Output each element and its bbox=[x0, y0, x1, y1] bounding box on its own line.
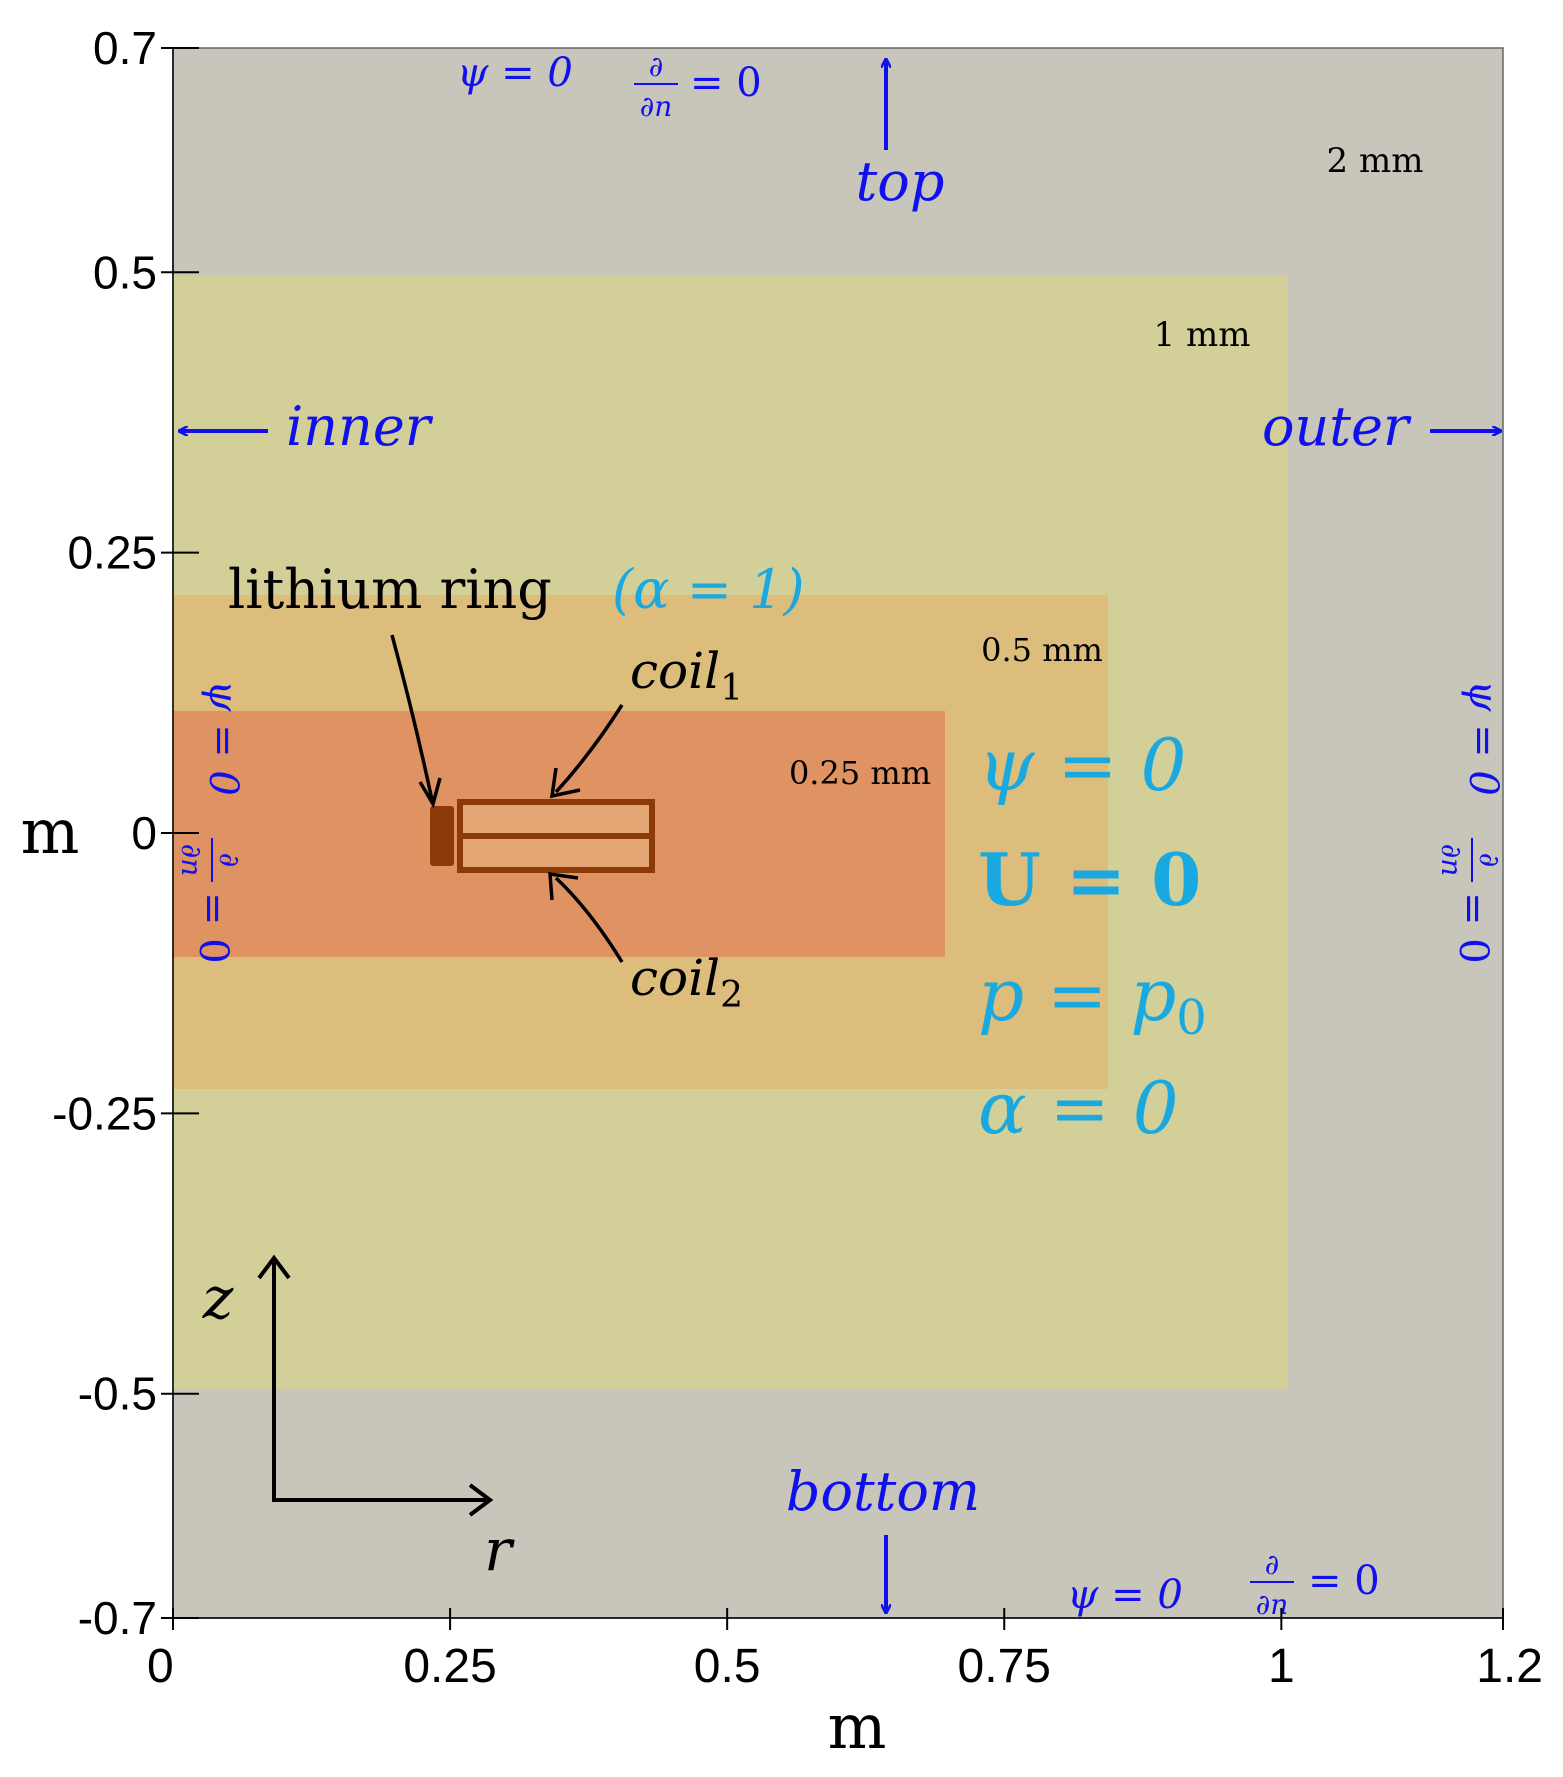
outer-dn-numerator: ∂ bbox=[1473, 853, 1506, 867]
y-tick-label: -0.25 bbox=[52, 1087, 157, 1139]
axis-ticks: 0 0.25 0.5 0.75 1 1.2 0.7 0.5 0.25 0 -0.25 -0.5 -0.7 bbox=[52, 22, 1543, 1693]
outer-dn-denominator: ∂n bbox=[1435, 844, 1468, 877]
outer-psi-condition: ψ = 0 bbox=[1460, 680, 1506, 796]
condition-psi: ψ = 0 bbox=[978, 723, 1186, 807]
condition-u: U = 0 bbox=[978, 837, 1201, 922]
coil1-pointer-head bbox=[549, 767, 581, 799]
r-axis-arrowhead bbox=[468, 1483, 494, 1517]
x-tick-label: 0.25 bbox=[403, 1640, 496, 1693]
z-axis-label: z bbox=[202, 1264, 234, 1332]
top-boundary-label: top bbox=[856, 150, 945, 213]
mesh-label-1mm: 1 mm bbox=[1154, 315, 1251, 355]
y-tick-label: 0 bbox=[131, 807, 157, 859]
inner-boundary-conditions: ψ = 0 ∂ ∂n = 0 bbox=[175, 680, 246, 964]
top-dn-equals-zero: = 0 bbox=[690, 60, 762, 106]
y-tick-label: 0.7 bbox=[93, 22, 157, 74]
r-axis-label: r bbox=[484, 1516, 515, 1584]
condition-p-sub: 0 bbox=[1176, 990, 1207, 1046]
lithium-ring-pointer-head bbox=[418, 777, 442, 809]
mesh-label-0-5mm: 0.5 mm bbox=[981, 631, 1103, 669]
x-axis-label: m bbox=[828, 1690, 887, 1763]
coil-2 bbox=[457, 833, 655, 873]
x-tick-label: 1.2 bbox=[1476, 1640, 1543, 1693]
lithium-ring bbox=[430, 806, 454, 866]
mesh-label-2mm: 2 mm bbox=[1327, 141, 1424, 181]
lithium-ring-pointer bbox=[390, 634, 434, 801]
coil2-pointer-head bbox=[548, 871, 579, 901]
inner-psi-condition: ψ = 0 bbox=[200, 680, 246, 796]
x-tick-label: 0.5 bbox=[694, 1640, 761, 1693]
outer-boundary-label: outer bbox=[1262, 395, 1412, 458]
inner-dn-numerator: ∂ bbox=[213, 853, 246, 867]
condition-p: p = p0 bbox=[978, 953, 1207, 1046]
coil2-label-base: coil bbox=[630, 949, 720, 1007]
outer-dn-equals-zero: = 0 bbox=[1450, 892, 1496, 964]
coil1-label-sub: 1 bbox=[720, 668, 743, 709]
top-dn-numerator: ∂ bbox=[649, 50, 663, 83]
outer-boundary-conditions: ψ = 0 ∂ ∂n = 0 bbox=[1435, 680, 1506, 964]
coil1-label: coil1 bbox=[630, 642, 743, 709]
inner-dn-denominator: ∂n bbox=[175, 844, 208, 877]
x-tick-label: 0 bbox=[147, 1640, 174, 1693]
coil1-pointer bbox=[554, 704, 624, 794]
bottom-dn-equals-zero: = 0 bbox=[1308, 1558, 1380, 1604]
bottom-psi-condition: ψ = 0 bbox=[1067, 1572, 1183, 1618]
mesh-label-0-25mm: 0.25 mm bbox=[789, 754, 931, 792]
bottom-dn-denominator: ∂n bbox=[1256, 1588, 1289, 1621]
x-tick-label: 1 bbox=[1268, 1640, 1295, 1693]
top-psi-condition: ψ = 0 bbox=[457, 50, 573, 96]
x-tick-label: 0.75 bbox=[958, 1640, 1051, 1693]
z-axis-arrowhead bbox=[257, 1254, 291, 1280]
alpha-one-label: (α = 1) bbox=[612, 558, 805, 621]
y-axis-label: m bbox=[21, 795, 80, 868]
condition-alpha: α = 0 bbox=[978, 1066, 1179, 1150]
y-tick-label: 0.25 bbox=[67, 527, 157, 579]
coil2-label-sub: 2 bbox=[720, 975, 743, 1016]
coil1-label-base: coil bbox=[630, 642, 720, 700]
y-tick-label: -0.7 bbox=[78, 1592, 157, 1644]
bottom-dn-numerator: ∂ bbox=[1265, 1548, 1279, 1581]
inner-dn-equals-zero: = 0 bbox=[190, 892, 236, 964]
coil-1 bbox=[457, 799, 655, 839]
coil2-pointer bbox=[554, 876, 624, 963]
y-tick-label: -0.5 bbox=[78, 1368, 157, 1420]
coil2-label: coil2 bbox=[630, 949, 743, 1016]
bottom-boundary-label: bottom bbox=[786, 1460, 980, 1523]
inner-boundary-label: inner bbox=[286, 395, 434, 458]
y-tick-label: 0.5 bbox=[93, 246, 157, 298]
top-dn-denominator: ∂n bbox=[640, 90, 673, 123]
condition-p-main: p = p bbox=[978, 953, 1176, 1037]
lithium-ring-label: lithium ring bbox=[228, 558, 552, 621]
